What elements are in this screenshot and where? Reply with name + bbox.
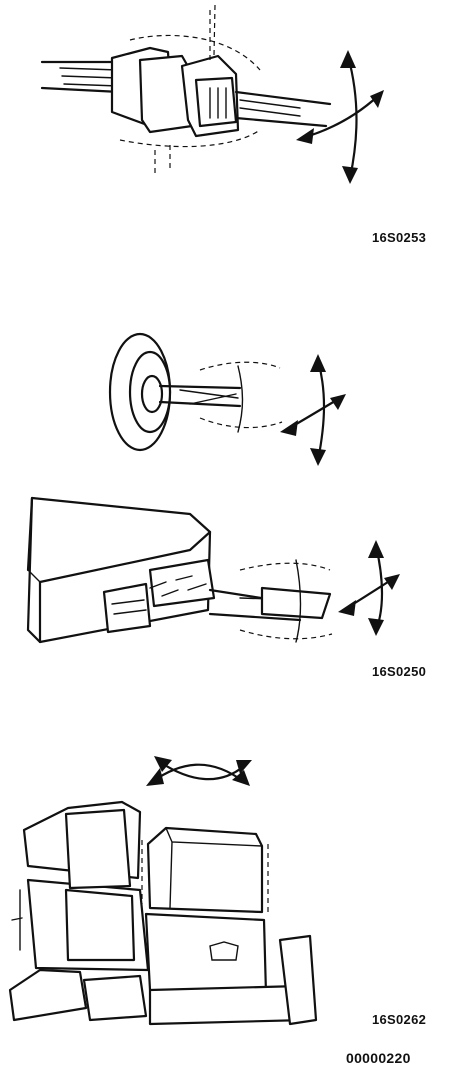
figure-code: 16S0253	[372, 230, 427, 245]
grommet-ecu-illustration	[26, 332, 400, 644]
document-code: 00000220	[346, 1050, 411, 1066]
relay-illustration	[8, 756, 318, 1026]
figure-connector-wiggle: 16S0253	[0, 0, 464, 270]
figure-code: 16S0262	[372, 1012, 427, 1027]
connector-illustration	[40, 4, 384, 184]
figure-relay-wiggle: 16S0262	[0, 690, 464, 1030]
figure-code: 16S0250	[372, 664, 427, 679]
figure-grommet-ecu-wiggle: 16S0250	[0, 270, 464, 690]
